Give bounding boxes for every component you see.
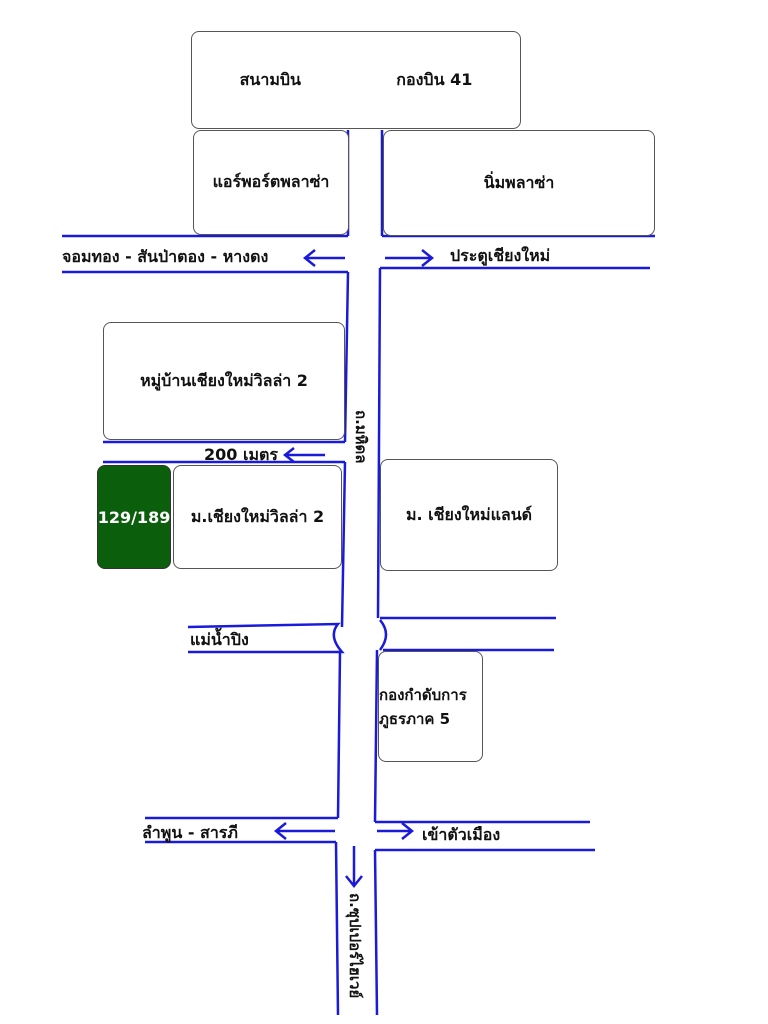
army-line1: กองกำดับการ [379,685,467,704]
main-road-left-edge [334,130,350,1016]
river-west [187,622,345,654]
army-box: กองกำดับการ ภูธรภาค 5 [378,651,483,762]
army-line2: ภูธรภาค 5 [379,709,451,728]
road-top-west [62,234,348,274]
arrow-200m [282,447,325,463]
west-bottom-label: ลำพูน - สารภี [142,823,238,842]
arrow-west-bottom [273,822,335,840]
east-top-label: ประตูเชียงใหม่ [450,246,551,265]
east-bottom-label: เข้าตัวเมือง [422,825,501,844]
river-label: แม่น้ำปิง [190,630,249,649]
village-box: หมู่บ้านเชียงใหม่วิลล่า 2 [103,322,345,440]
arrow-east-top [385,249,435,267]
moo-villa2-box: ม.เชียงใหม่วิลล่า 2 [173,465,342,569]
chiangmai-land-box: ม. เชียงใหม่แลนด์ [380,459,558,571]
road-bottom-east [375,820,595,852]
arrow-west-top [302,249,345,267]
nim-plaza-box: นิ่มพลาซ่า [383,130,655,236]
road-bottom-west [145,816,338,844]
main-road-label: ถ.มหิดล [352,410,370,464]
airport-label: สนามบิน [239,69,301,89]
superhighway-label: ถ.ซุปเปอร์ไฮเวย์ [346,893,364,999]
distance-label: 200 เมตร [204,445,278,464]
airport-plaza-box: แอร์พอร์ตพลาซ่า [193,130,349,235]
arrow-east-bottom [377,822,415,840]
airport-box: สนามบิน กองบิน 41 [191,31,521,129]
wing41-label: กองบิน 41 [396,69,473,89]
main-road-right-edge [373,130,384,1016]
arrow-south [345,846,363,889]
west-top-label: จอมทอง - สันป่าตอง - หางดง [62,247,269,266]
road-200m [103,440,345,464]
river-east [378,616,556,652]
road-top-east [380,234,655,270]
target-house-box: 129/189 [97,465,171,569]
